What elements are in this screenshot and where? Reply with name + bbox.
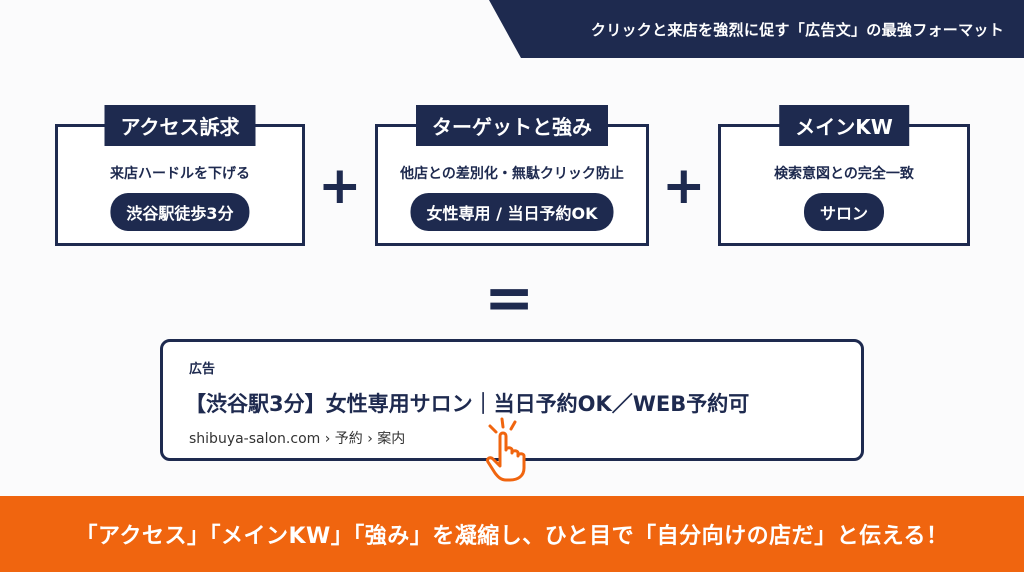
footer-banner: 「アクセス」「メインKW」「強み」を凝縮し、ひと目で「自分向けの店だ」と伝える！	[0, 496, 1024, 572]
box-pill: サロン	[803, 193, 885, 231]
banner-text: クリックと来店を強烈に促す「広告文」の最強フォーマット	[590, 20, 1004, 39]
plus-operator: +	[662, 156, 706, 216]
ad-preview-card: 広告 【渋谷駅3分】女性専用サロン｜当日予約OK／WEB予約可 shibuya-…	[160, 339, 864, 461]
ad-headline[interactable]: 【渋谷駅3分】女性専用サロン｜当日予約OK／WEB予約可	[185, 392, 750, 416]
equals-operator: =	[484, 263, 535, 333]
ad-label: 広告	[189, 362, 216, 377]
box-subtitle: 検索意図との完全一致	[774, 166, 914, 182]
box-subtitle: 来店ハードルを下げる	[110, 166, 250, 182]
box-pill: 渋谷駅徒歩3分	[110, 193, 250, 231]
main-keyword-box: メインKW 検索意図との完全一致 サロン	[718, 105, 970, 246]
hand-pointer-icon	[486, 417, 526, 482]
footer-text: 「アクセス」「メインKW」「強み」を凝縮し、ひと目で「自分向けの店だ」と伝える！	[75, 524, 949, 549]
box-title: メインKW	[779, 105, 909, 146]
box-subtitle: 他店との差別化・無駄クリック防止	[400, 166, 624, 182]
header-banner: クリックと来店を強烈に促す「広告文」の最強フォーマット	[489, 0, 1024, 58]
ad-display-url: shibuya-salon.com › 予約 › 案内	[189, 431, 406, 447]
box-pill: 女性専用 / 当日予約OK	[410, 193, 614, 231]
target-strength-box: ターゲットと強み 他店との差別化・無駄クリック防止 女性専用 / 当日予約OK	[375, 105, 649, 246]
access-appeal-box: アクセス訴求 来店ハードルを下げる 渋谷駅徒歩3分	[55, 105, 305, 246]
plus-operator: +	[318, 156, 362, 216]
box-title: アクセス訴求	[104, 105, 256, 146]
box-title: ターゲットと強み	[416, 105, 608, 146]
